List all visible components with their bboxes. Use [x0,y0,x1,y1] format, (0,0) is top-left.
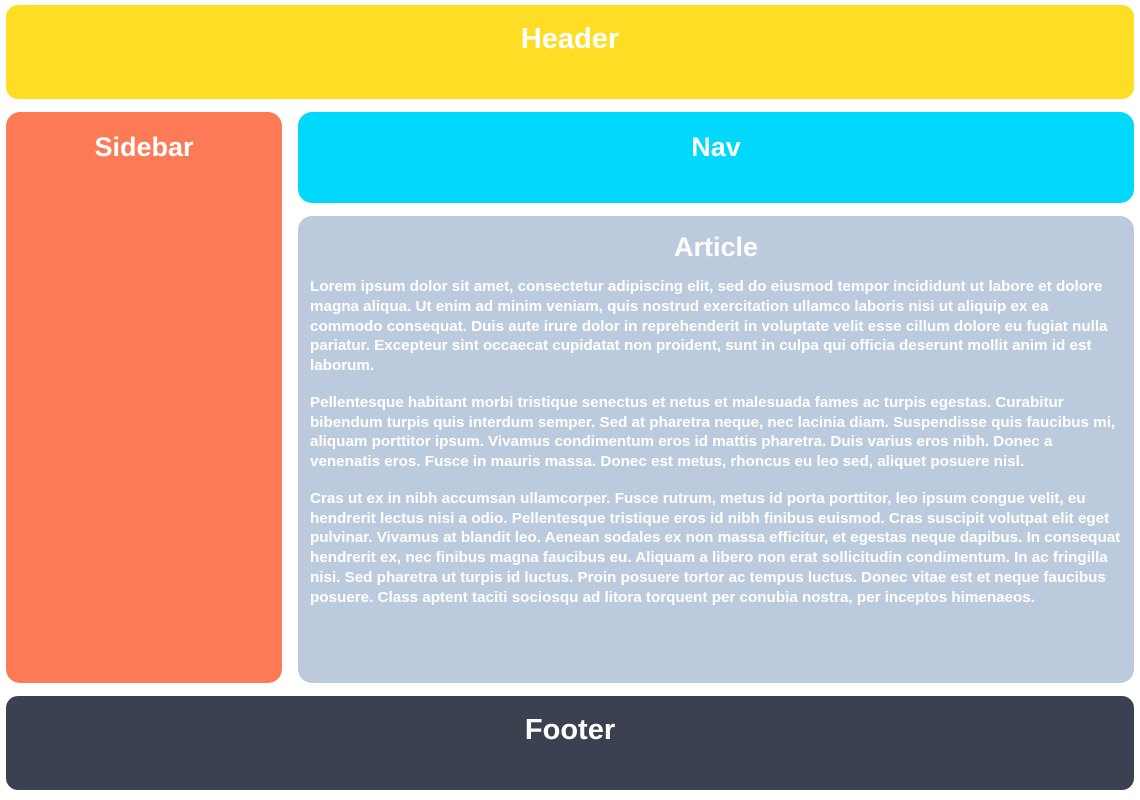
header-title: Header [520,23,620,55]
footer-title: Footer [524,714,616,746]
article-body: Lorem ipsum dolor sit amet, consectetur … [310,277,1122,607]
article-title: Article [673,232,759,262]
nav-title: Nav [691,132,741,162]
article-paragraph: Lorem ipsum dolor sit amet, consectetur … [310,278,1108,375]
article-region: Article Lorem ipsum dolor sit amet, cons… [298,216,1134,683]
nav-region: Nav [298,112,1134,203]
header-region: Header [6,5,1134,99]
sidebar-title: Sidebar [94,132,194,162]
sidebar-region: Sidebar [6,112,282,683]
article-paragraph: Cras ut ex in nibh accumsan ullamcorper.… [310,489,1121,606]
footer-region: Footer [6,696,1134,790]
article-paragraph: Pellentesque habitant morbi tristique se… [310,393,1116,471]
